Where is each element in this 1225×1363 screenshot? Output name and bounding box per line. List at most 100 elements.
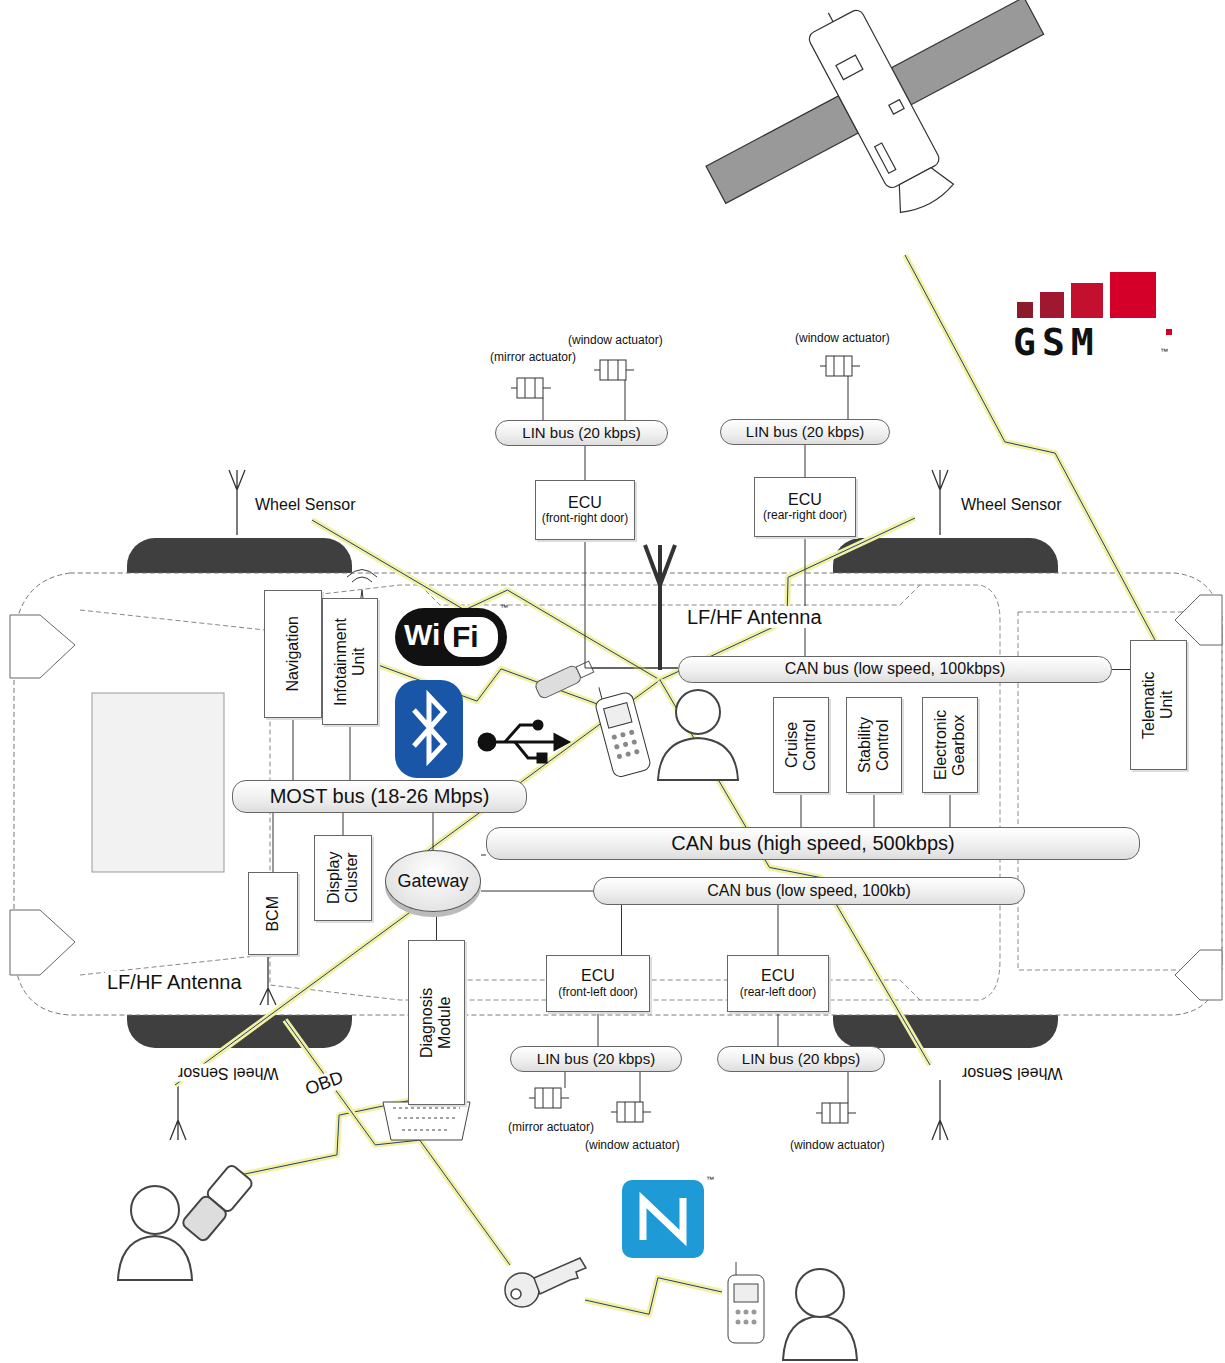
usb-symbol: [534, 721, 542, 729]
satellite: [891, 0, 1043, 105]
node-title: ECU: [568, 494, 602, 512]
text-group: BCM: [264, 896, 282, 932]
text-group: LIN bus (20 kbps): [537, 1050, 655, 1067]
part-label: Fi: [452, 620, 479, 653]
bus-bar: LIN bus (20 kbps): [720, 419, 890, 445]
part-label: LF/HF Antenna: [685, 606, 824, 628]
node-title: CAN bus (low speed, 100kb): [707, 882, 911, 900]
text-group: LIN bus (20 kbps): [522, 424, 640, 441]
part-label: Wheel Sensor: [253, 496, 358, 514]
mobile-phone: [752, 1320, 757, 1325]
antenna: [170, 1080, 186, 1140]
text-group: LIN bus (20 kbps): [742, 1050, 860, 1067]
bus-connector: [343, 813, 344, 835]
trademark-mark: ™: [1160, 348, 1168, 357]
car-illustration: [816, 1103, 856, 1123]
lamp: [1175, 950, 1222, 1000]
text-group: ECU(front-left door): [558, 967, 637, 999]
mobile-phone: [744, 1310, 749, 1315]
text-group: CAN bus (low speed, 100kbps): [785, 660, 1006, 678]
nfc-logo: [622, 1180, 704, 1258]
bus-bar: LIN bus (20 kbps): [495, 420, 668, 446]
lamp: [10, 615, 75, 678]
gsm-logo: [1166, 329, 1172, 335]
mobile-phone: [744, 1320, 749, 1325]
person: [131, 1186, 179, 1234]
antenna: [932, 1080, 948, 1140]
bus-connector: [481, 891, 593, 892]
text-group: Navigation: [284, 616, 302, 692]
antenna: [645, 545, 675, 670]
node-title: Cruise Control: [783, 701, 820, 789]
wireless-link: [905, 255, 1155, 640]
module-box: Navigation: [264, 590, 322, 718]
part-label: Wi: [404, 618, 440, 651]
satellite: [836, 55, 863, 79]
text-group: LIN bus (20 kbps): [746, 423, 864, 440]
text-group: Stability Control: [856, 701, 893, 789]
node-title: Display Cluster: [325, 839, 362, 917]
antenna: [229, 470, 245, 535]
bus-connector: [585, 446, 586, 480]
bus-connector: [350, 725, 351, 780]
part-label: (window actuator): [790, 1139, 885, 1152]
usb-symbol: [487, 741, 555, 744]
gsm-logo: [1017, 302, 1033, 318]
node-title: Diagnosis Module: [418, 973, 455, 1073]
bus-connector: [950, 793, 951, 827]
satellite: [889, 162, 957, 218]
node-title: Stability Control: [856, 701, 893, 789]
text-group: MOST bus (18-26 Mbps): [270, 785, 490, 808]
module-box: Cruise Control: [773, 697, 829, 793]
car-illustration: [594, 360, 634, 380]
part-label: (window actuator): [585, 1139, 680, 1152]
module-box: BCM: [248, 872, 298, 955]
person: [658, 738, 738, 780]
mobile-phone: [736, 1310, 757, 1325]
bus-connector: [805, 537, 806, 656]
module-box: Display Cluster: [314, 835, 372, 921]
node-title: Telematic Unit: [1140, 655, 1177, 755]
text-group: Electronic Gearbox: [932, 701, 969, 789]
text-group: ECU(rear-left door): [740, 967, 817, 999]
bus-connector: [1112, 669, 1130, 670]
mobile-phone: [181, 1164, 254, 1243]
bus-connector: [801, 793, 802, 827]
part-label: Wheel Sensor: [960, 1064, 1065, 1082]
node-title: ECU: [761, 967, 795, 985]
trademark-mark: ™: [706, 1176, 714, 1185]
mobile-phone: [728, 1262, 764, 1343]
antenna: [170, 470, 948, 1140]
bus-bar: LIN bus (20 kbps): [717, 1046, 885, 1072]
mobile-phone: [599, 687, 602, 699]
part-label: Wheel Sensor: [959, 496, 1064, 514]
satellite: [889, 100, 904, 114]
module-box: Electronic Gearbox: [922, 697, 978, 793]
antenna: [932, 470, 948, 535]
gsm-logo: [1040, 292, 1064, 318]
mobile-phone: [631, 739, 637, 745]
wifi-logo: [395, 608, 507, 666]
text-group: ECU(rear-right door): [763, 491, 847, 523]
mobile-phone: [734, 1284, 758, 1302]
wireless-link: [285, 1020, 510, 1265]
node-title: LIN bus (20 kbps): [537, 1050, 655, 1067]
usb-stick: [534, 658, 595, 699]
mobile-phone: [634, 749, 640, 755]
wireless-link: [285, 1020, 510, 1265]
usb-symbol: [505, 725, 540, 758]
bus-connector: [805, 445, 806, 477]
text-group: Display Cluster: [325, 839, 362, 917]
mobile-phone: [752, 1310, 757, 1315]
part-label: (mirror actuator): [490, 351, 576, 364]
mobile-phone: [614, 744, 620, 750]
bus-connector: [273, 813, 274, 872]
usb-symbol: [479, 721, 568, 762]
part-label: (window actuator): [568, 334, 663, 347]
node-title: CAN bus (low speed, 100kbps): [785, 660, 1006, 678]
mobile-phone: [736, 1320, 741, 1325]
bus-connector: [293, 718, 294, 780]
nfc-logo: [643, 1198, 683, 1240]
node-title: LIN bus (20 kbps): [522, 424, 640, 441]
person: [783, 1316, 857, 1360]
